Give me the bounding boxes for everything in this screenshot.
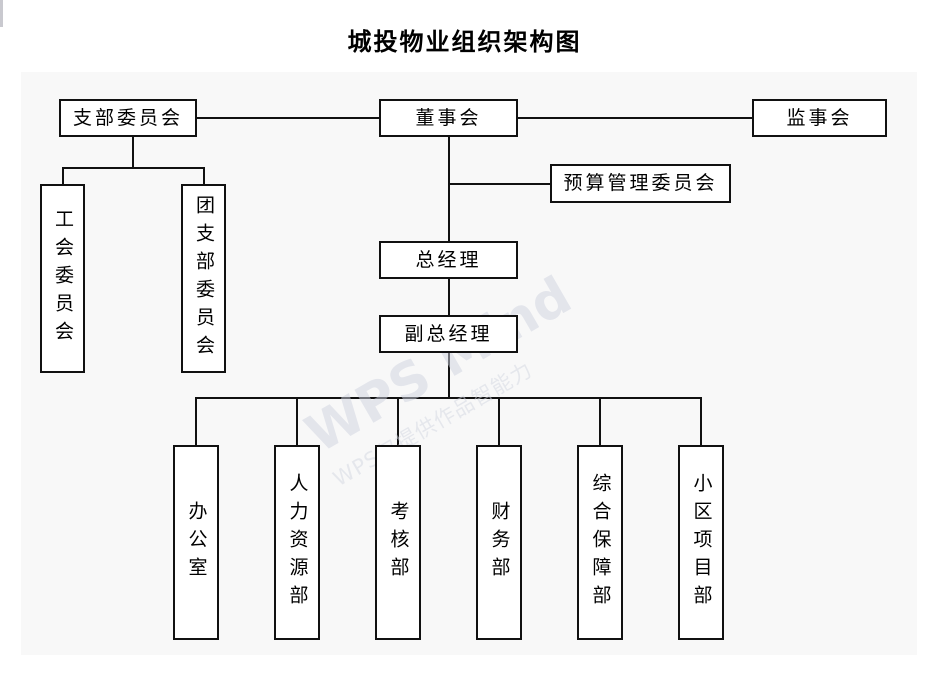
connector-drop-project	[700, 397, 702, 445]
connector-party-to-board	[197, 117, 380, 119]
node-assessment-dept[interactable]: 考核部	[375, 445, 421, 640]
node-office[interactable]: 办公室	[173, 445, 219, 640]
node-community-project-dept[interactable]: 小区项目部	[678, 445, 724, 640]
node-youth-league-branch-committee[interactable]: 团支部委员会	[181, 184, 226, 373]
node-label: 财务部	[488, 500, 511, 585]
window-edge-artifact	[0, 0, 3, 27]
connector-party-bus	[62, 167, 205, 169]
node-label: 监事会	[786, 106, 853, 129]
node-finance-dept[interactable]: 财务部	[476, 445, 522, 640]
connector-board-stem	[448, 137, 450, 247]
node-party-branch-committee[interactable]: 支部委员会	[59, 99, 197, 137]
node-label: 副总经理	[404, 322, 493, 345]
node-label: 团支部委员会	[193, 194, 215, 363]
connector-drop-support	[599, 397, 601, 445]
node-label: 办公室	[185, 500, 208, 585]
node-human-resources-dept[interactable]: 人力资源部	[274, 445, 320, 640]
node-label: 综合保障部	[589, 472, 612, 613]
node-label: 支部委员会	[72, 106, 183, 129]
node-board-of-directors[interactable]: 董事会	[379, 99, 518, 137]
node-board-of-supervisors[interactable]: 监事会	[752, 99, 887, 137]
node-label: 总经理	[415, 248, 482, 271]
diagram-canvas: WPS Mind WPS仅提供作品智能力 支	[21, 72, 917, 655]
node-label: 董事会	[415, 106, 482, 129]
node-label: 考核部	[387, 500, 410, 585]
connector-board-to-budget	[448, 183, 550, 185]
node-label: 预算管理委员会	[563, 172, 718, 194]
connector-drop-finance	[498, 397, 500, 445]
connector-drop-labor-union	[62, 167, 64, 185]
node-deputy-general-manager[interactable]: 副总经理	[379, 315, 518, 353]
connector-drop-office	[195, 397, 197, 445]
page-title: 城投物业组织架构图	[347, 27, 582, 56]
connector-deputy-stem	[448, 353, 450, 399]
node-general-manager[interactable]: 总经理	[379, 241, 518, 279]
connector-party-stem	[132, 137, 134, 168]
watermark-main-text: WPS Mind	[296, 265, 582, 466]
connector-board-to-supervisors	[518, 117, 752, 119]
connector-drop-hr	[296, 397, 298, 445]
node-label: 人力资源部	[286, 472, 309, 613]
node-label: 工会委员会	[52, 208, 74, 349]
node-labor-union-committee[interactable]: 工会委员会	[40, 184, 85, 373]
node-budget-management-committee[interactable]: 预算管理委员会	[550, 164, 731, 203]
connector-drop-assessment	[397, 397, 399, 445]
node-label: 小区项目部	[690, 472, 713, 613]
node-general-support-dept[interactable]: 综合保障部	[577, 445, 623, 640]
connector-gm-to-deputy	[448, 279, 450, 315]
connector-drop-youth-league	[203, 167, 205, 185]
connector-department-bus	[195, 397, 701, 399]
